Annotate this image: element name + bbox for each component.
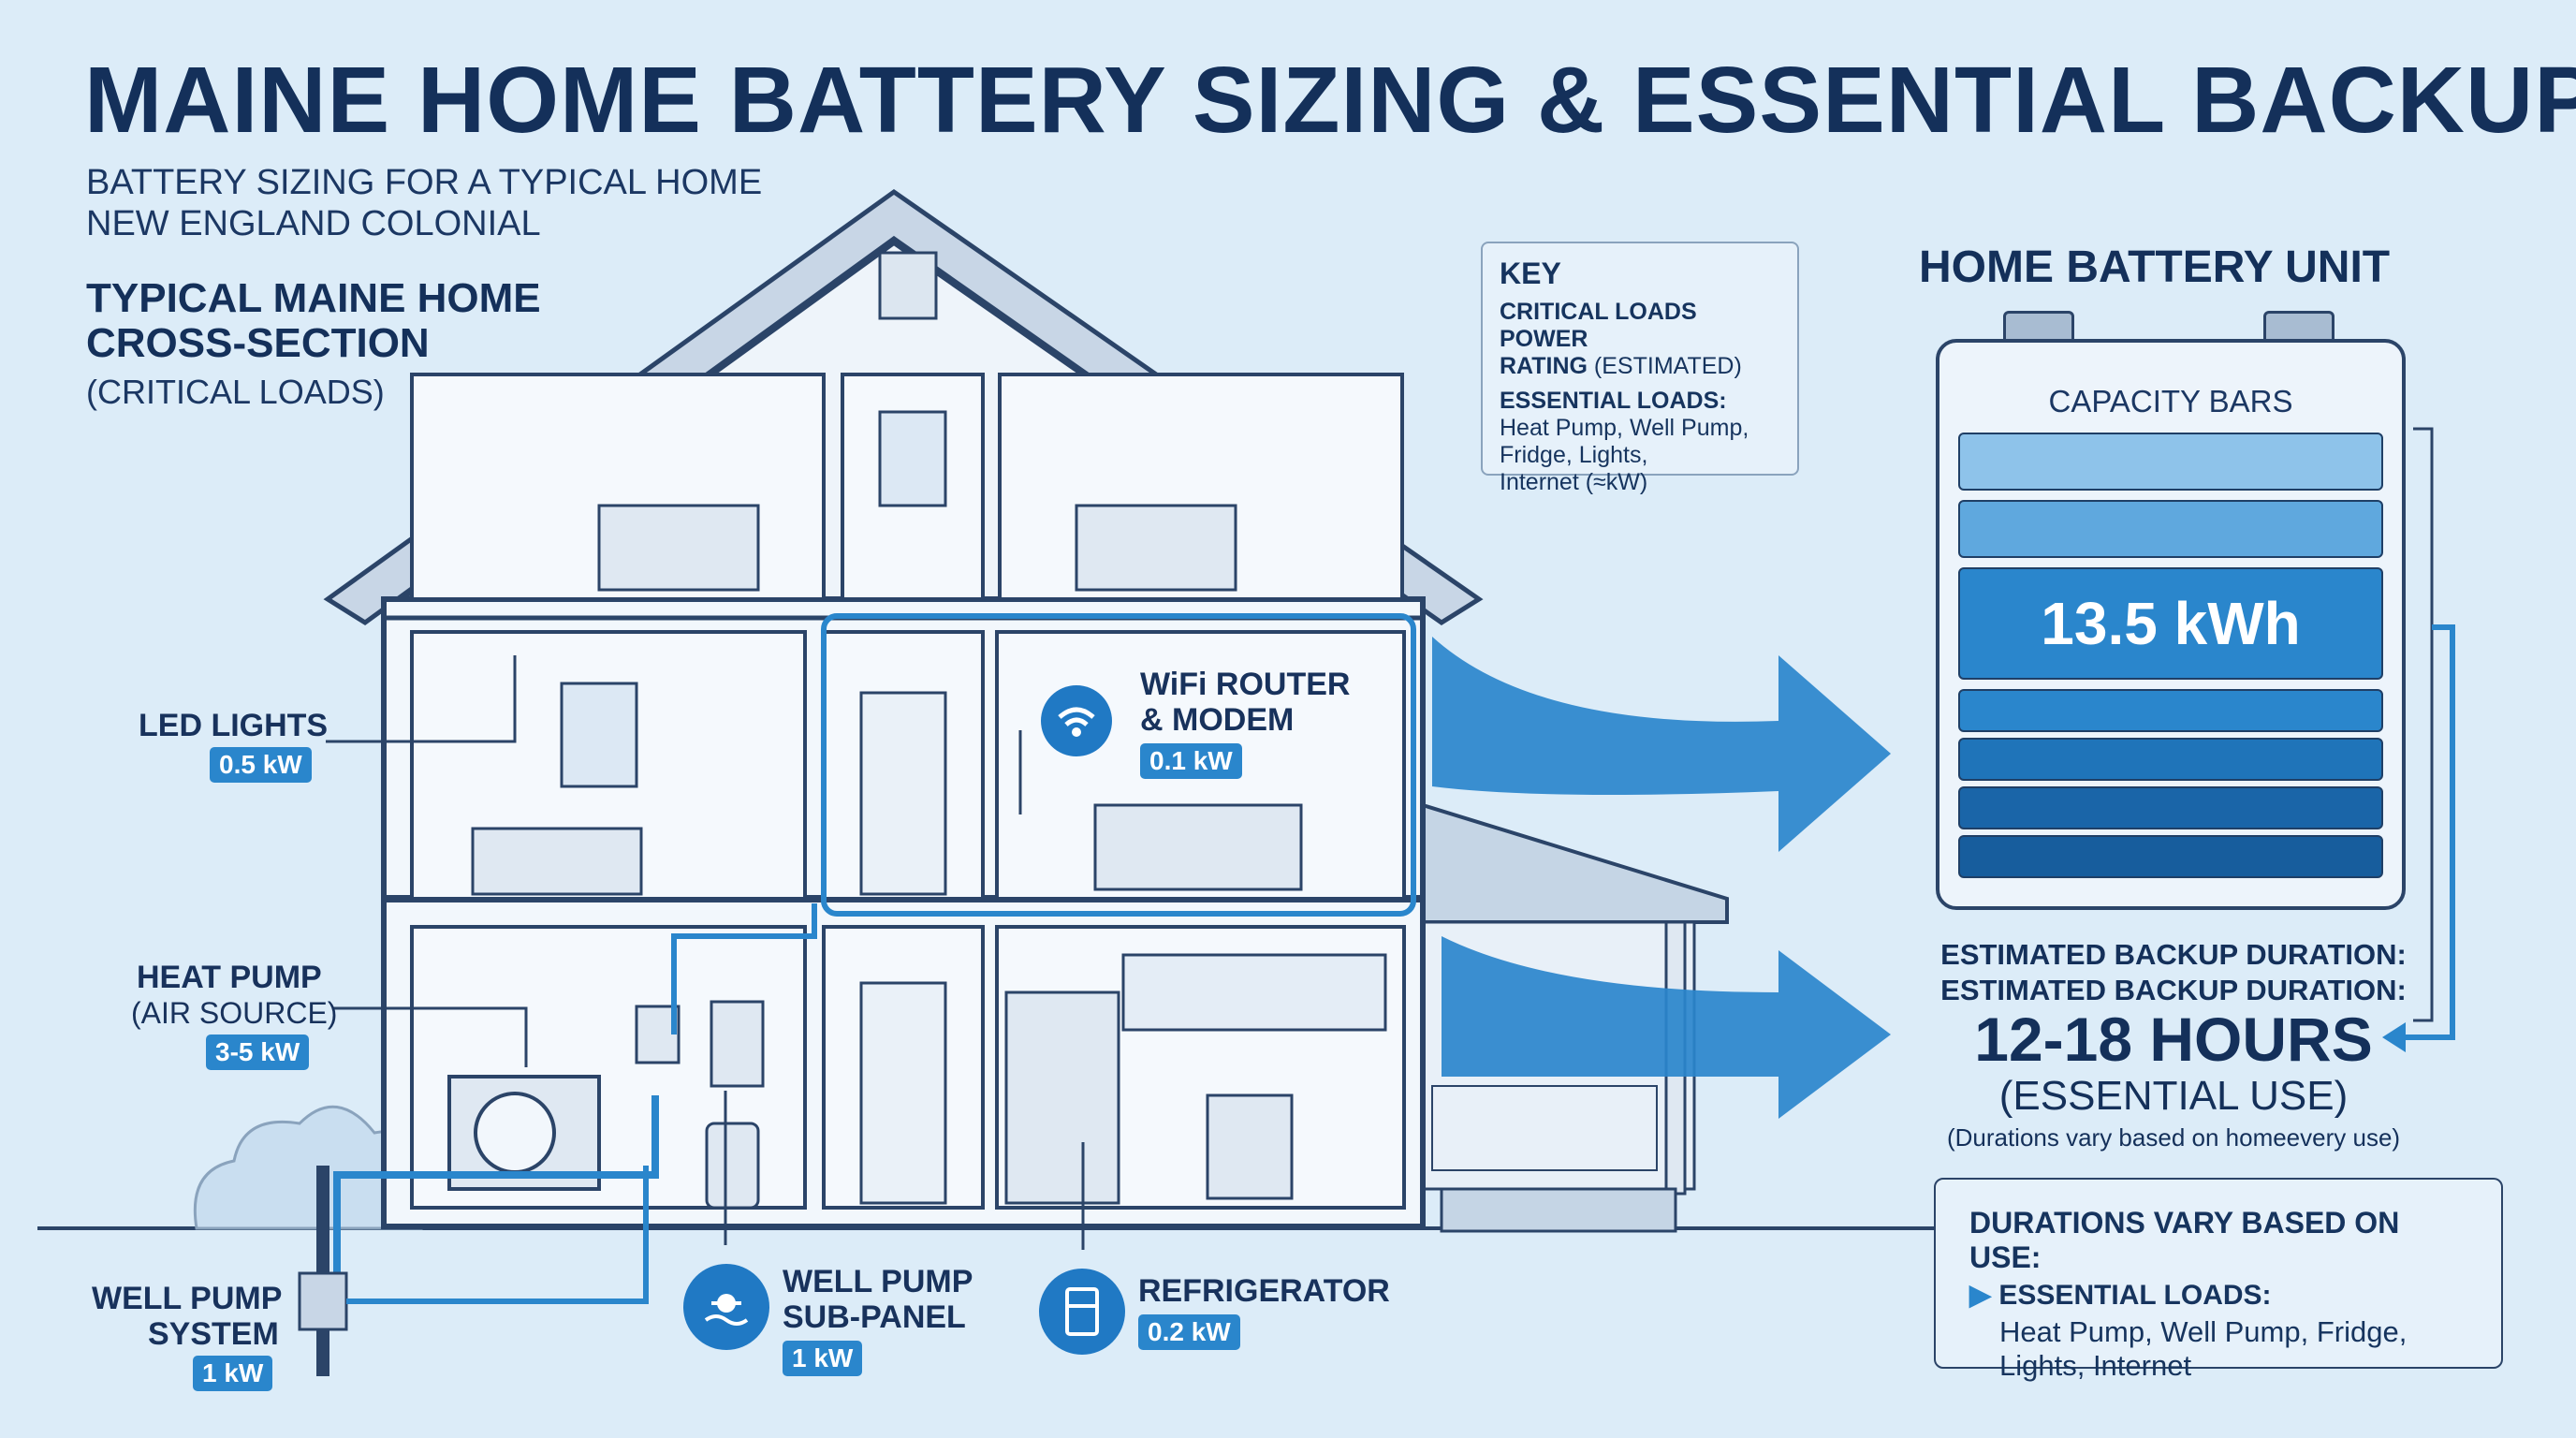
subpanel-label-1: WELL PUMP: [783, 1264, 973, 1299]
battery-unit: CAPACITY BARS 13.5 kWh: [1936, 339, 2406, 910]
ground-door: [859, 981, 947, 1205]
section-heading-1: TYPICAL MAINE HOME: [86, 275, 541, 321]
refrigerator-illustration: [1004, 990, 1120, 1205]
capacity-bar-7: [1958, 835, 2383, 878]
sofa: [1093, 803, 1303, 891]
heat-pump-value: 3-5 kW: [206, 1034, 310, 1070]
heat-pump-label: HEAT PUMP: [137, 960, 322, 995]
well-pump-head: [298, 1271, 348, 1331]
note-text-1: Heat Pump, Well Pump, Fridge,: [1999, 1315, 2408, 1348]
durations-note-box: DURATIONS VARY BASED ON USE: ▶ ESSENTIAL…: [1934, 1178, 2503, 1382]
attic-vent: [878, 251, 938, 320]
well-pump-icon: [683, 1264, 769, 1350]
duration-note: (Durations vary based on homeevery use): [1946, 1123, 2401, 1152]
well-pump-label-2: SYSTEM: [148, 1316, 279, 1352]
power-flow-arrow-upper: [1432, 637, 1891, 852]
bed-left: [597, 504, 760, 592]
section-subheading: (CRITICAL LOADS): [86, 373, 385, 411]
capacity-bar-2: [1958, 500, 2383, 558]
heat-pump-fan: [474, 1092, 556, 1174]
key-title: KEY: [1500, 257, 1561, 290]
bullet-arrow-icon: ▶: [1969, 1280, 1999, 1311]
bed-right: [1075, 504, 1237, 592]
kitchen-cabinets: [1121, 953, 1387, 1032]
capacity-value: 13.5 kWh: [1958, 567, 2383, 680]
heat-pump-sub: (AIR SOURCE): [131, 996, 338, 1030]
battery-heading: HOME BATTERY UNIT: [1919, 242, 2391, 292]
attic-window: [878, 410, 947, 507]
note-subtitle: ESSENTIAL LOADS:: [1998, 1280, 2272, 1311]
subtitle-line-1: BATTERY SIZING FOR A TYPICAL HOME: [86, 163, 763, 202]
refrigerator-value: 0.2 kW: [1138, 1314, 1240, 1350]
led-lights-label: LED LIGHTS: [139, 708, 329, 743]
wifi-label-2: & MODEM: [1140, 702, 1295, 738]
wifi-value: 0.1 kW: [1140, 743, 1242, 779]
wifi-label-1: WiFi ROUTER: [1140, 667, 1351, 702]
capacity-bar-5: [1958, 738, 2383, 781]
power-flow-arrow-lower: [1442, 936, 1891, 1119]
well-pump-subpanel-box: [710, 1000, 765, 1088]
bed-living: [471, 827, 643, 896]
refrigerator-label: REFRIGERATOR: [1138, 1273, 1390, 1309]
section-heading-2: CROSS-SECTION: [86, 320, 430, 366]
duration-use: (ESSENTIAL USE): [1998, 1073, 2349, 1119]
note-text-2: Lights, Internet: [1999, 1349, 2192, 1382]
led-lights-value: 0.5 kW: [210, 747, 312, 783]
capacity-bars-label: CAPACITY BARS: [2048, 384, 2293, 418]
capacity-bar-1: [1958, 433, 2383, 491]
key-legend: KEY CRITICAL LOADS POWER RATING (ESTIMAT…: [1481, 242, 1799, 495]
refrigerator-icon: [1039, 1269, 1125, 1355]
main-roof: [323, 188, 1484, 626]
key-essential-title: ESSENTIAL LOADS:: [1500, 388, 1727, 414]
well-pump-value: 1 kW: [193, 1356, 273, 1391]
key-essential-2: Fridge, Lights,: [1500, 442, 1648, 468]
porch-railing: [1431, 1085, 1658, 1171]
page-title: MAINE HOME BATTERY SIZING & ESSENTIAL BA…: [84, 48, 2576, 153]
key-essential-1: Heat Pump, Well Pump,: [1500, 415, 1749, 441]
capacity-bar-6: [1958, 786, 2383, 829]
key-line-1: CRITICAL LOADS POWER: [1500, 299, 1697, 352]
porch-lattice: [1440, 1187, 1677, 1233]
subtitle-line-2: NEW ENGLAND COLONIAL: [86, 204, 541, 243]
pressure-tank: [705, 1122, 760, 1210]
key-line-2-bold: RATING: [1500, 353, 1588, 379]
well-pump-label-1: WELL PUMP: [92, 1281, 283, 1316]
duration-line-2: ESTIMATED BACKUP DURATION:: [1940, 974, 2407, 1006]
capacity-bar-4: [1958, 689, 2383, 732]
stove: [1206, 1093, 1294, 1200]
note-title: DURATIONS VARY BASED ON USE:: [1969, 1206, 2400, 1274]
duration-hours: 12-18 HOURS: [1974, 1005, 2373, 1074]
subpanel-label-2: SUB-PANEL: [783, 1299, 966, 1335]
middle-door: [859, 691, 947, 896]
duration-line-1: ESTIMATED BACKUP DURATION:: [1940, 938, 2407, 971]
key-line-2-rest: (ESTIMATED): [1587, 353, 1742, 379]
porch-roof: [1421, 802, 1729, 924]
subpanel-value: 1 kW: [783, 1341, 863, 1376]
key-essential-3: Internet (≈kW): [1500, 469, 1648, 495]
internet-zone-highlight: [821, 613, 1416, 917]
living-window: [560, 682, 638, 788]
wifi-icon: [1041, 685, 1112, 756]
